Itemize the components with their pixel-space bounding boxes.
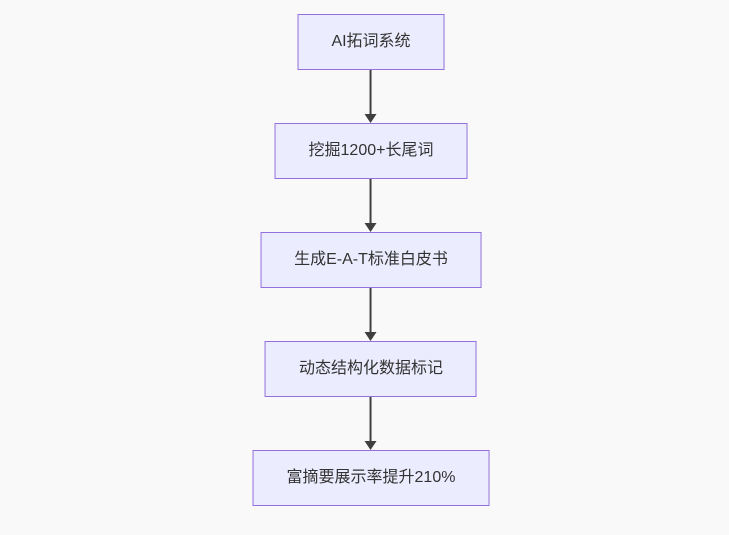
arrow-line — [370, 288, 372, 332]
flow-node-structured-data-markup: 动态结构化数据标记 — [264, 341, 477, 397]
flow-node-eat-whitepaper: 生成E-A-T标准白皮书 — [260, 232, 482, 288]
arrow-down-icon — [365, 441, 377, 450]
arrow-line — [370, 397, 372, 441]
arrow-line — [370, 179, 372, 223]
flow-edge-2 — [364, 179, 378, 232]
flow-node-rich-snippet-result: 富摘要展示率提升210% — [252, 450, 490, 506]
arrow-down-icon — [365, 114, 377, 123]
flow-edge-3 — [364, 288, 378, 341]
flow-node-longtail-mining: 挖掘1200+长尾词 — [274, 123, 468, 179]
arrow-down-icon — [365, 223, 377, 232]
arrow-down-icon — [365, 332, 377, 341]
flow-node-ai-word-system: AI拓词系统 — [297, 14, 445, 70]
arrow-line — [370, 70, 372, 114]
flowchart: AI拓词系统 挖掘1200+长尾词 生成E-A-T标准白皮书 动态结构化数据标记… — [252, 14, 490, 506]
flow-edge-1 — [364, 70, 378, 123]
flow-edge-4 — [364, 397, 378, 450]
